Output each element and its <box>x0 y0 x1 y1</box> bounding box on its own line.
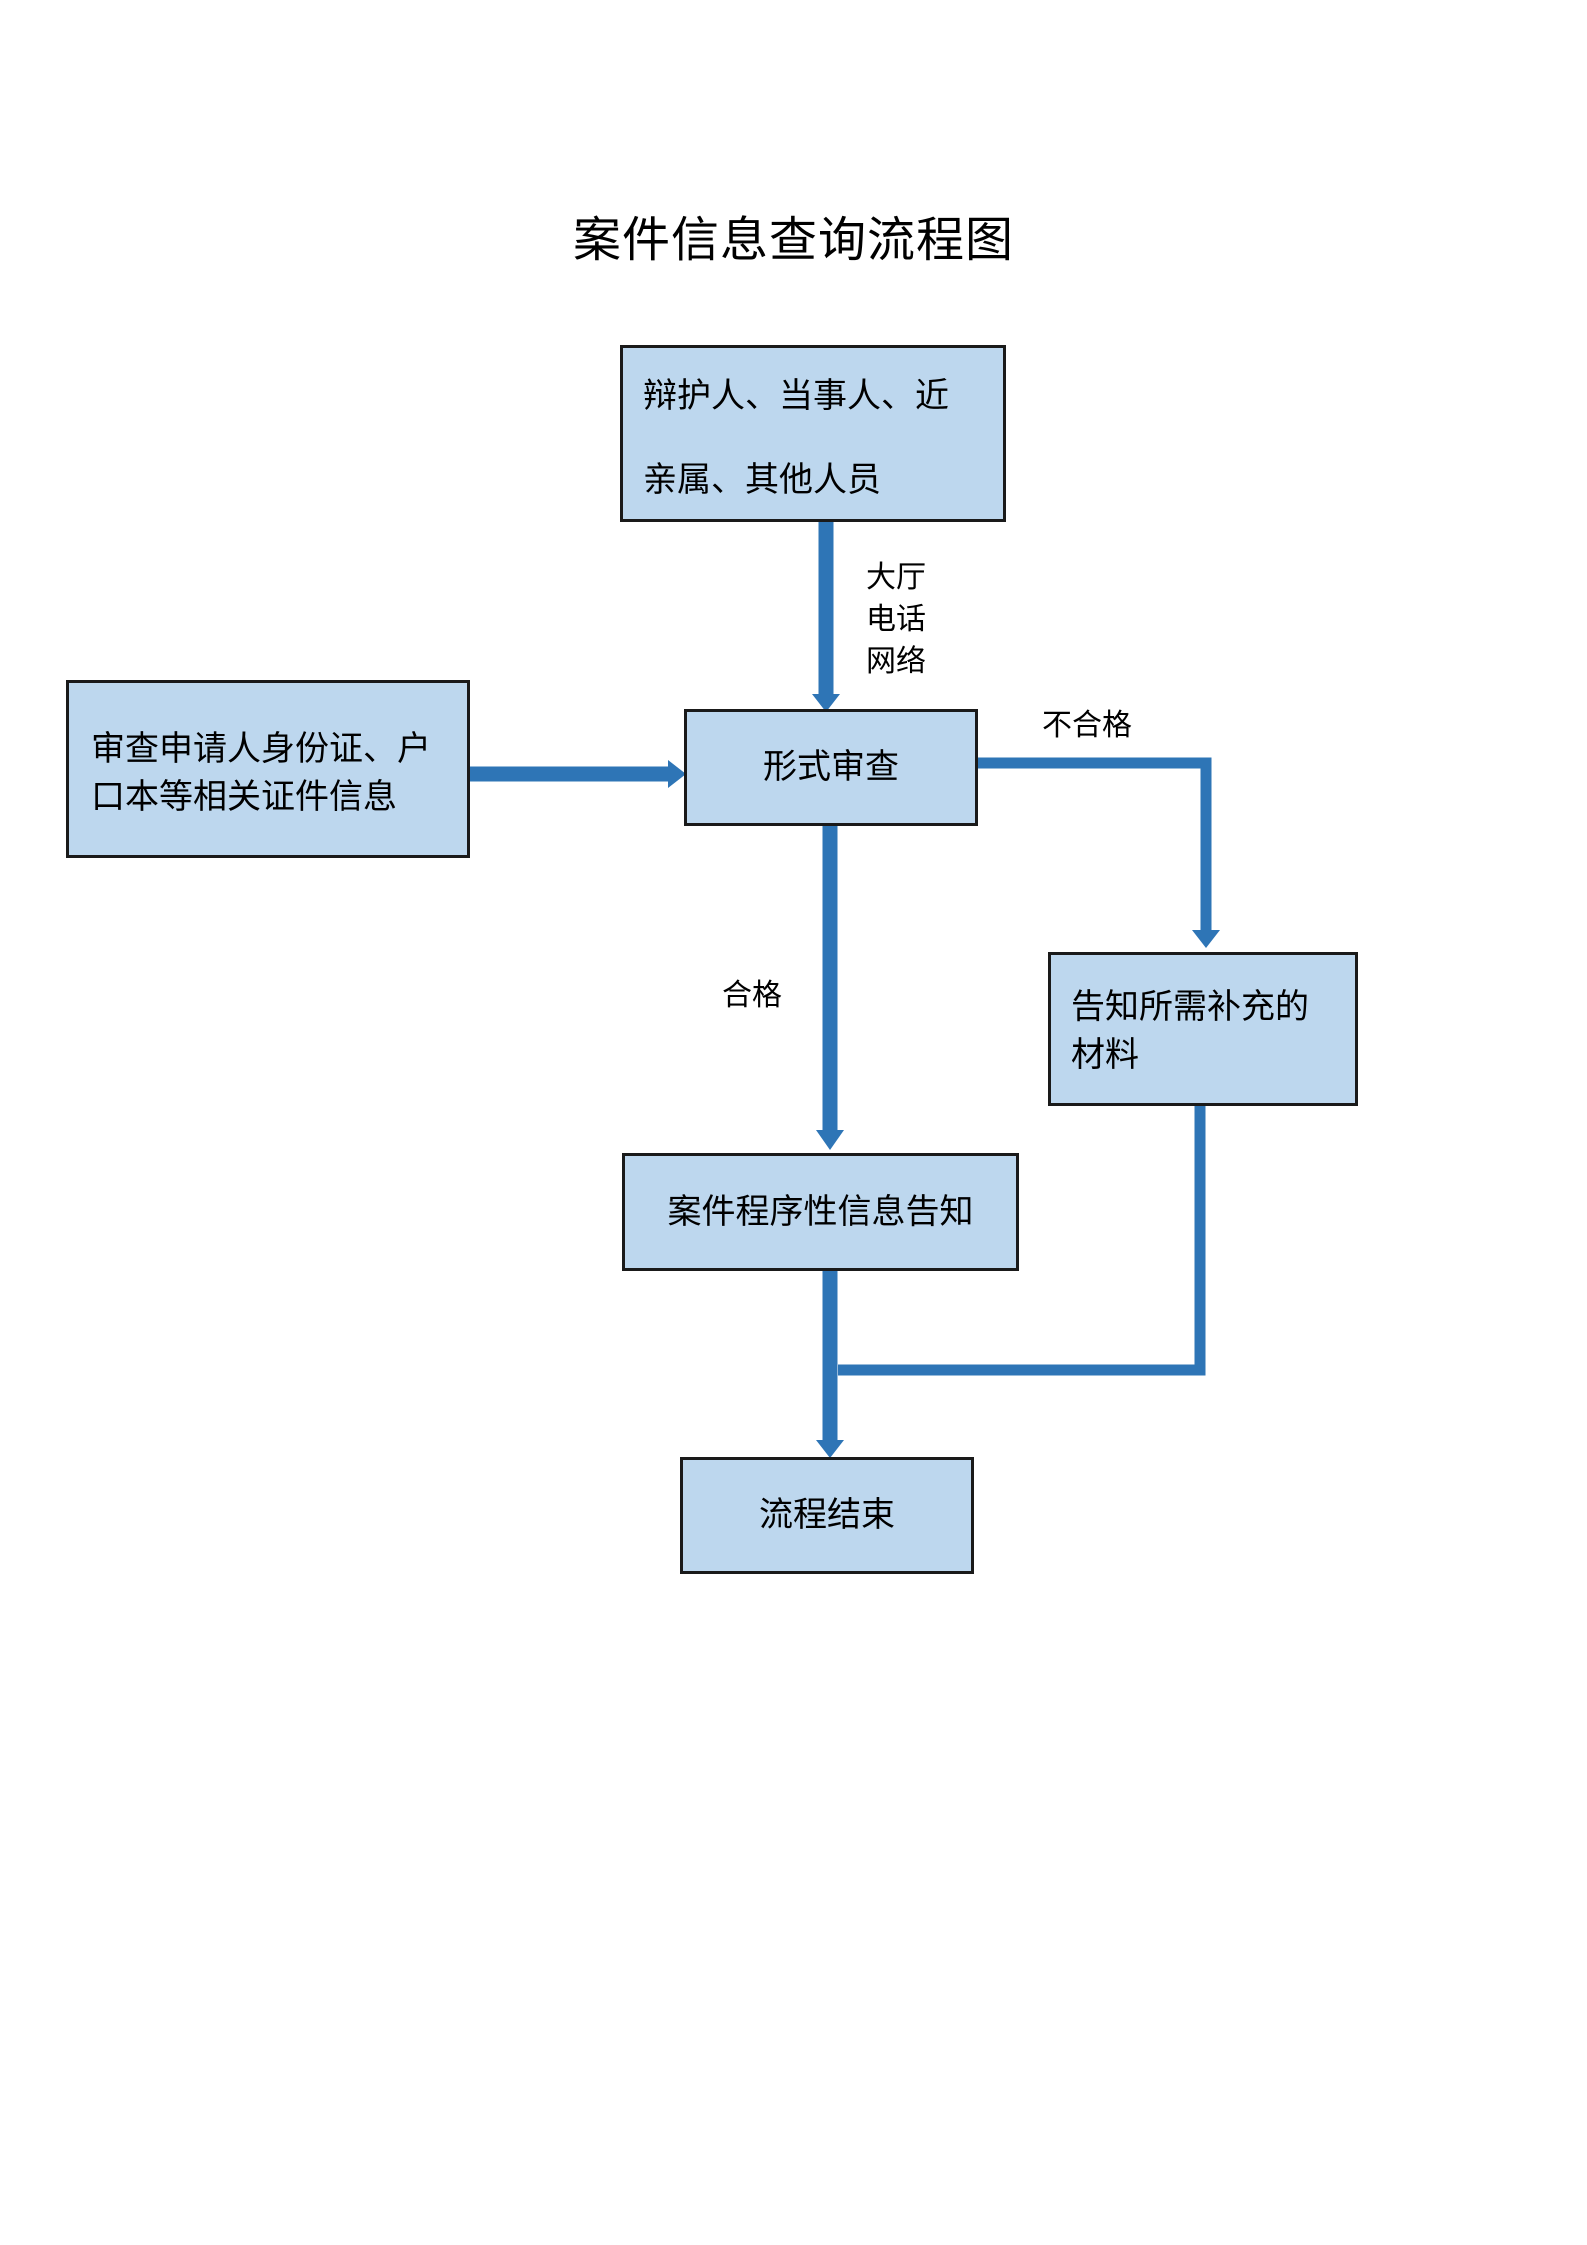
label-fail: 不合格 <box>1042 708 1132 743</box>
page-title: 案件信息查询流程图 <box>572 212 1014 268</box>
label-channel-web: 网络 <box>866 644 926 679</box>
label-channel-hall: 大厅 <box>866 560 926 595</box>
node-supplement-line1: 告知所需补充的 <box>1071 987 1309 1027</box>
arrowhead-down-notify <box>816 1130 844 1150</box>
arrow-review-to-supplement <box>977 757 1212 930</box>
node-end: 流程结束 <box>680 1457 974 1574</box>
node-notify-label: 案件程序性信息告知 <box>667 1192 974 1232</box>
node-supplement-line2: 材料 <box>1071 1035 1139 1075</box>
connector-supplement-merge <box>838 1105 1206 1376</box>
node-end-label: 流程结束 <box>759 1495 895 1535</box>
node-formal-review: 形式审查 <box>684 709 978 826</box>
label-pass: 合格 <box>722 978 782 1013</box>
node-applicants-line2: 亲属、其他人员 <box>643 460 881 500</box>
arrowhead-down-end <box>816 1440 844 1458</box>
node-applicants-line1: 辩护人、当事人、近 <box>643 376 949 416</box>
arrowhead-down-review <box>812 694 840 712</box>
node-review-id-line2: 口本等相关证件信息 <box>91 777 397 817</box>
node-applicants: 辩护人、当事人、近 亲属、其他人员 <box>620 345 1006 522</box>
node-supplement: 告知所需补充的 材料 <box>1048 952 1358 1106</box>
node-review-id: 审查申请人身份证、户 口本等相关证件信息 <box>66 680 470 858</box>
arrowhead-right-review <box>668 760 686 788</box>
arrowhead-down-supplement <box>1192 930 1220 948</box>
node-review-id-line1: 审查申请人身份证、户 <box>91 729 431 769</box>
node-notify: 案件程序性信息告知 <box>622 1153 1019 1271</box>
node-formal-review-label: 形式审查 <box>763 747 899 787</box>
label-channel-phone: 电话 <box>866 602 926 637</box>
